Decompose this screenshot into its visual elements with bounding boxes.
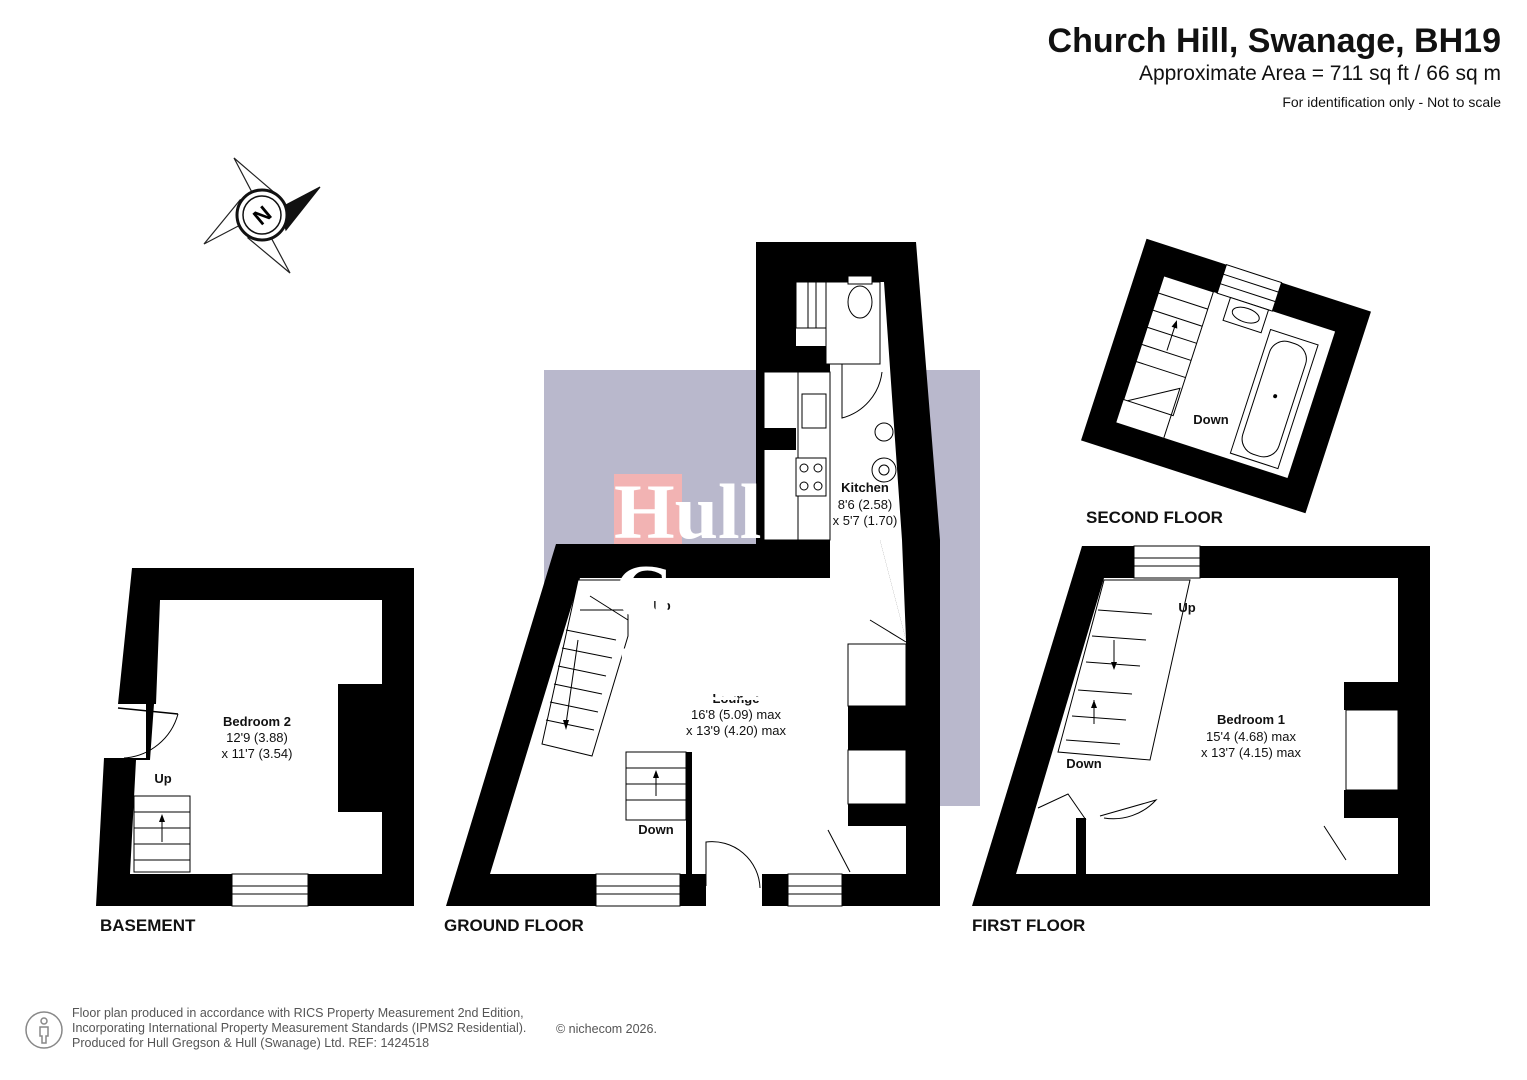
watermark-block bbox=[614, 474, 682, 544]
approximate-area: Approximate Area = 711 sq ft / 66 sq m bbox=[1138, 62, 1501, 85]
bedroom-2-dim1: 12'9 (3.88) bbox=[226, 730, 288, 745]
bedroom-1-dim2: x 13'7 (4.15) max bbox=[1201, 745, 1302, 760]
footer-notes: Floor plan produced in accordance with R… bbox=[72, 1006, 526, 1051]
watermark-line3: Hull bbox=[614, 630, 761, 717]
second-floor-label: SECOND FLOOR bbox=[1086, 508, 1223, 527]
lounge-dim2: x 13'9 (4.20) max bbox=[686, 723, 787, 738]
footer-line2: Incorporating International Property Mea… bbox=[72, 1021, 527, 1035]
footer-line1: Floor plan produced in accordance with R… bbox=[72, 1006, 524, 1020]
first-stairs-down-label: Down bbox=[1066, 756, 1101, 771]
bedroom-2-name: Bedroom 2 bbox=[223, 714, 291, 729]
ground-floor-plan bbox=[446, 242, 940, 907]
bedroom-1-dim1: 15'4 (4.68) max bbox=[1206, 729, 1296, 744]
watermark-line2: Gregson bbox=[614, 548, 894, 635]
first-floor-label: FIRST FLOOR bbox=[972, 916, 1085, 935]
bedroom-2-dim2: x 11'7 (3.54) bbox=[222, 746, 293, 761]
copyright: © nichecom 2026. bbox=[556, 1022, 657, 1036]
disclaimer-note: For identification only - Not to scale bbox=[1282, 94, 1501, 110]
ground-floor-label: GROUND FLOOR bbox=[444, 916, 584, 935]
lounge-name: Lounge bbox=[713, 691, 760, 706]
kitchen-name: Kitchen bbox=[841, 480, 889, 495]
plan-title: Church Hill, Swanage, BH19 bbox=[1047, 22, 1501, 60]
kitchen-dim2: x 5'7 (1.70) bbox=[833, 513, 898, 528]
kitchen-dim1: 8'6 (2.58) bbox=[838, 497, 893, 512]
person-icon bbox=[25, 1011, 63, 1049]
first-floor-plan bbox=[972, 545, 1430, 906]
watermark-line1: Hull bbox=[614, 468, 761, 555]
basement-plan bbox=[96, 568, 414, 907]
first-stairs-up-label: Up bbox=[1178, 600, 1195, 615]
bedroom-1-name: Bedroom 1 bbox=[1217, 712, 1285, 727]
ground-stairs-down-label: Down bbox=[638, 822, 673, 837]
footer-line3: Produced for Hull Gregson & Hull (Swanag… bbox=[72, 1036, 430, 1050]
basement-stairs-label: Up bbox=[154, 771, 171, 786]
second-stairs-down-label: Down bbox=[1193, 412, 1228, 427]
lounge-dim1: 16'8 (5.09) max bbox=[691, 707, 781, 722]
second-floor-plan bbox=[1081, 238, 1371, 514]
basement-label: BASEMENT bbox=[100, 916, 196, 935]
compass-icon: N bbox=[203, 157, 321, 274]
ground-stairs-up-label: Up bbox=[653, 598, 670, 613]
